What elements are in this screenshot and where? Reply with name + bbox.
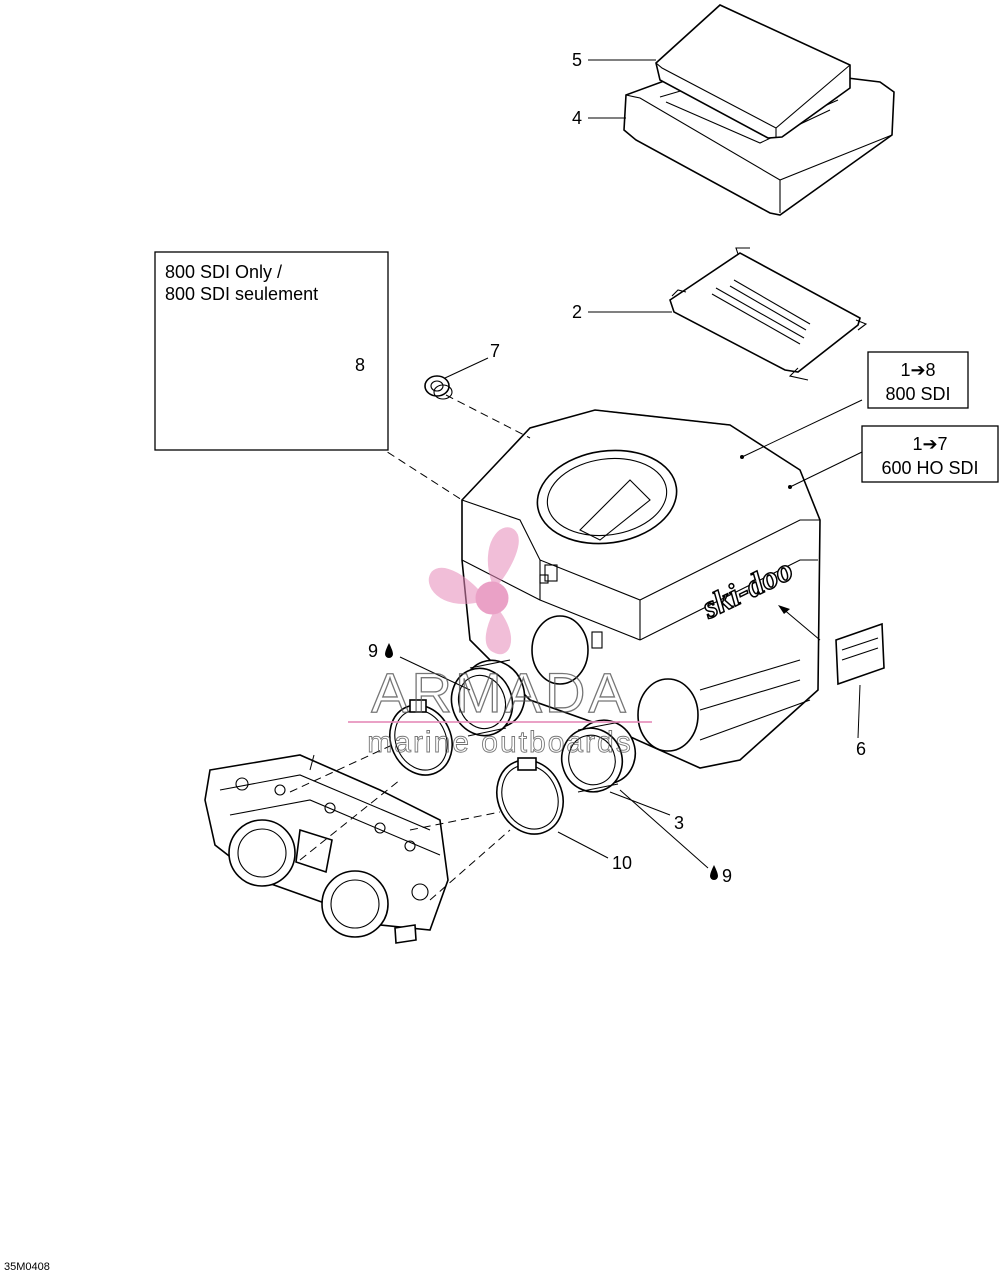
part-10-clamp-lower: [496, 757, 564, 835]
part-6-decal: [835, 622, 885, 686]
note-box-800-sdi-only: [154, 251, 389, 451]
range-box-1-model: 800 SDI: [885, 384, 950, 404]
propeller-logo-icon: [428, 527, 519, 655]
callout-9-lower: 9: [722, 866, 732, 886]
callout-10: 10: [612, 853, 632, 873]
part-5-filter-pad: [655, 4, 851, 139]
part-7-grommet: [424, 375, 453, 400]
watermark: ARMADA marine outboards: [348, 527, 652, 759]
callout-4: 4: [572, 108, 582, 128]
callout-2: 2: [572, 302, 582, 322]
air-silencer-housing: [461, 409, 821, 769]
callout-3: 3: [674, 813, 684, 833]
range-box-600-ho-sdi: [861, 425, 999, 483]
range-box-2-range: 1➔7: [912, 434, 947, 454]
note-box-line2: 800 SDI seulement: [165, 284, 318, 304]
note-box-line1: 800 SDI Only /: [165, 262, 282, 282]
watermark-tagline: marine outboards: [367, 726, 632, 759]
callout-8: 8: [355, 355, 365, 375]
callout-7: 7: [490, 341, 500, 361]
range-box-2-model: 600 HO SDI: [881, 458, 978, 478]
oil-drop-icon: [385, 643, 393, 658]
oil-drop-icon: [710, 865, 718, 880]
part-3-adaptor-lower: [560, 719, 637, 793]
part-2-plate: [669, 247, 868, 381]
leader-lines: [313, 59, 863, 869]
watermark-name: ARMADA: [371, 661, 629, 724]
figure-code: 35M0408: [4, 1261, 50, 1273]
range-box-800-sdi: [867, 351, 969, 409]
callout-9-upper: 9: [368, 641, 378, 661]
part-3-adaptor-upper: [450, 659, 526, 737]
callout-5: 5: [572, 50, 582, 70]
throttle-body-assembly: [204, 754, 449, 944]
callout-6: 6: [856, 739, 866, 759]
range-box-1-range: 1➔8: [900, 360, 935, 380]
